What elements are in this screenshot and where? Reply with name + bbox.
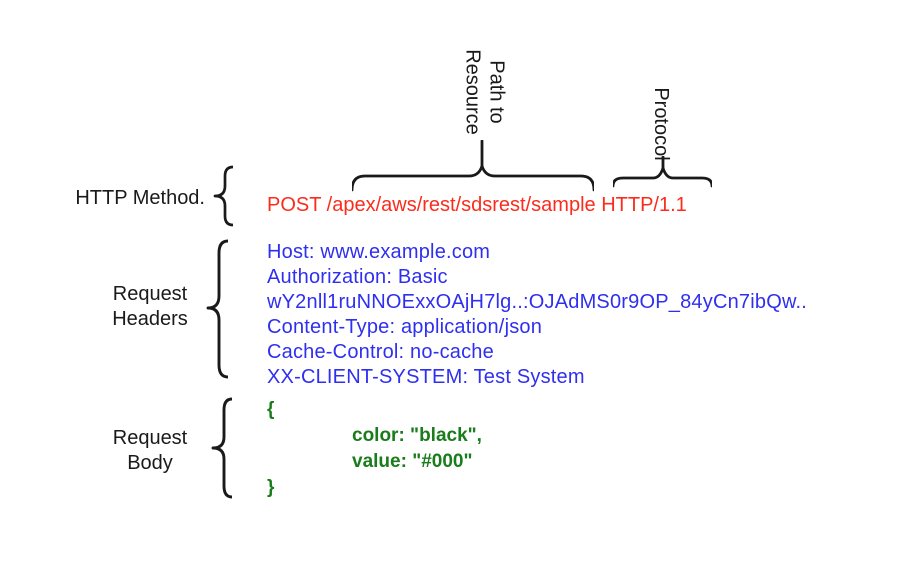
- body-line-close-brace: }: [267, 477, 275, 498]
- body-line-value: value: "#000": [352, 451, 473, 472]
- request-body-block: { color: "black", value: "#000" }: [267, 397, 482, 501]
- http-method-brace-icon: [213, 165, 233, 227]
- request-line: POST /apex/aws/rest/sdsrest/sample HTTP/…: [267, 194, 687, 216]
- http-method-label: HTTP Method.: [75, 187, 205, 209]
- request-headers-brace-icon: [206, 239, 228, 379]
- path-to-resource-line2: Resource: [461, 49, 484, 135]
- request-body-brace-icon: [211, 397, 232, 499]
- header-line-cache-control: Cache-Control: no-cache: [267, 341, 494, 363]
- header-line-content-type: Content-Type: application/json: [267, 316, 543, 338]
- path-to-resource-brace-icon: [352, 140, 594, 192]
- header-line-host: Host: www.example.com: [267, 241, 491, 263]
- header-line-client-system: XX-CLIENT-SYSTEM: Test System: [267, 366, 585, 388]
- path-to-resource-line1: Path to: [485, 60, 508, 124]
- protocol-brace-icon: [613, 156, 712, 188]
- body-line-open-brace: {: [267, 399, 275, 420]
- request-body-label: Request Body: [112, 427, 188, 474]
- path-to-resource-label: Path to Resource: [459, 45, 509, 140]
- header-line-auth-token: wY2nll1ruNNOExxOAjH7lg..:OJAdMS0r9OP_84y…: [267, 291, 808, 313]
- request-headers-label: Request Headers: [112, 283, 188, 330]
- body-line-color: color: "black",: [352, 425, 482, 446]
- header-line-authorization: Authorization: Basic: [267, 266, 448, 288]
- request-headers-block: Host: www.example.com Authorization: Bas…: [267, 240, 807, 390]
